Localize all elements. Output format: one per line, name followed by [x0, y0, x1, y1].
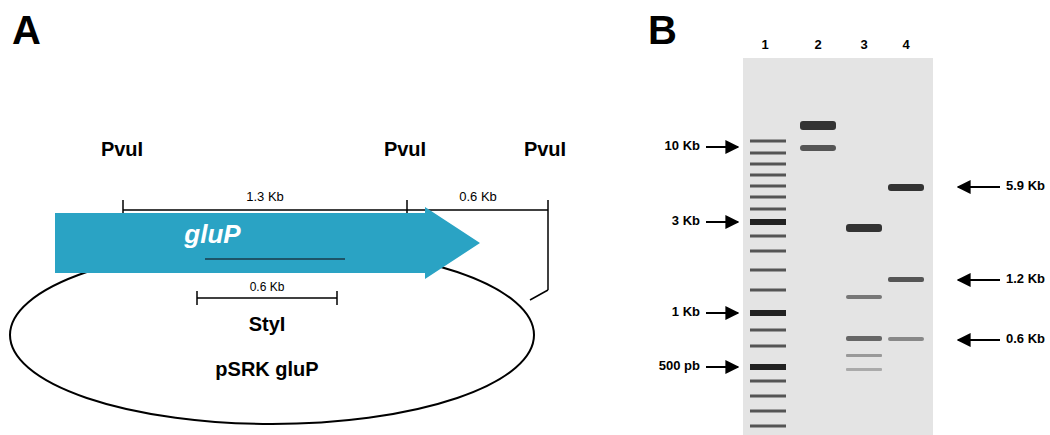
sample-bands: [800, 121, 924, 371]
site-label: StyI: [249, 313, 286, 335]
size-marker: 5.9 Kb: [1006, 179, 1045, 193]
size-marker: 10 Kb: [665, 139, 700, 153]
size-arrows: [706, 147, 1000, 367]
lane-number: 2: [814, 38, 821, 52]
dimension-label: 1.3 Kb: [246, 190, 284, 204]
gene-arrow: gluP: [55, 207, 480, 279]
lane-number: 1: [761, 38, 768, 52]
agarose-gel: [743, 58, 933, 435]
size-marker: 3 Kb: [672, 214, 700, 228]
gene-name: gluP: [55, 220, 370, 249]
site-label: PvuI: [384, 138, 426, 160]
ladder-bands: [750, 140, 786, 428]
dimension-label: 0.6 Kb: [250, 281, 285, 294]
site-label: PvuI: [524, 138, 566, 160]
size-marker: 1.2 Kb: [1006, 272, 1045, 286]
size-marker: 1 Kb: [672, 305, 700, 319]
lane-number: 3: [860, 38, 867, 52]
panel-letter: B: [648, 8, 677, 52]
lane-number: 4: [902, 38, 909, 52]
panel-letter: A: [12, 8, 41, 52]
size-marker: 0.6 Kb: [1006, 332, 1045, 346]
arrow-shape: [55, 207, 480, 279]
size-marker: 500 pb: [659, 359, 700, 373]
site-label: PvuI: [101, 138, 143, 160]
plasmid-name: pSRK gluP: [215, 358, 318, 380]
dimension-label: 0.6 Kb: [459, 190, 497, 204]
